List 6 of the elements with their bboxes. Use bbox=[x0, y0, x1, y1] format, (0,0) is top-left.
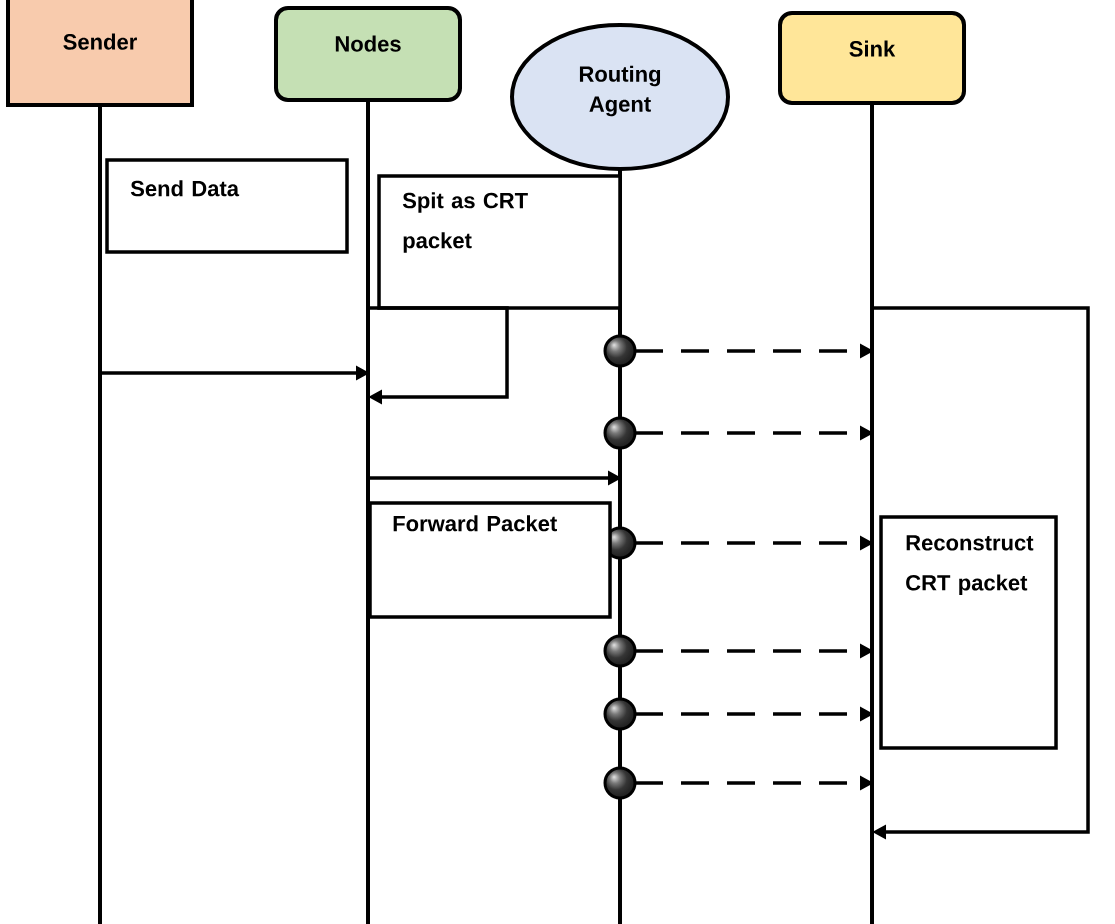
process-box: Spit as CRT packet bbox=[377, 174, 622, 310]
process-box: Reconstruct CRT packet bbox=[879, 515, 1058, 750]
self-message-arrow bbox=[368, 306, 509, 405]
self-message-arrow bbox=[872, 306, 1090, 840]
process-box: Forward Packet bbox=[368, 501, 612, 619]
process-box: Send Data bbox=[105, 158, 349, 254]
